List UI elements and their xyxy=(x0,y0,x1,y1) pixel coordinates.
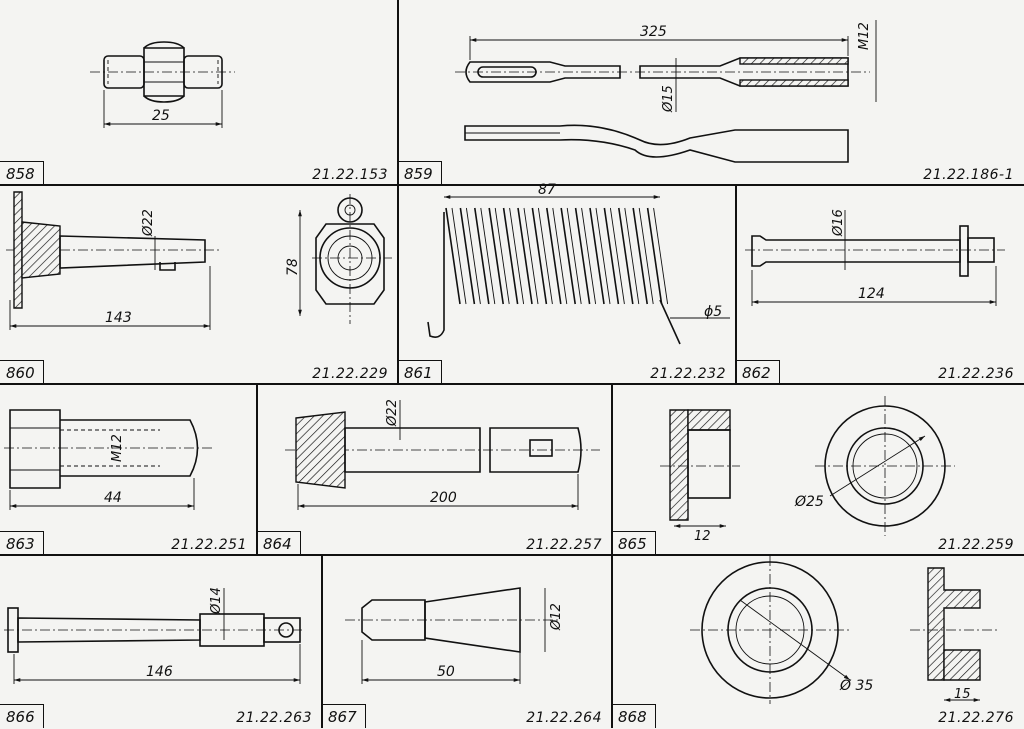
drawing-code: 21.22.276 xyxy=(938,710,1014,726)
part-868-drawing xyxy=(690,556,1000,704)
spring-coil-edge xyxy=(523,207,539,305)
cell-866: 866 21.22.263 xyxy=(0,555,322,728)
part-number: 864 xyxy=(257,531,301,555)
dim-861-wire: ϕ5 xyxy=(704,304,722,320)
drawing-code: 21.22.229 xyxy=(312,366,388,382)
dim-859-diameter: Ø15 xyxy=(661,85,676,113)
cell-863: 863 21.22.251 xyxy=(0,384,257,555)
spring-coil xyxy=(574,207,591,305)
cell-858: 858 21.22.153 xyxy=(0,0,398,185)
part-number: 859 xyxy=(398,161,442,185)
spring-coil-edge xyxy=(465,207,481,305)
dim-865-width: 12 xyxy=(694,529,711,544)
spring-coil xyxy=(646,207,663,305)
spring-coil xyxy=(459,207,476,305)
spring-coil xyxy=(474,207,490,305)
spring-coil-edge xyxy=(537,207,553,305)
drawing-code: 21.22.236 xyxy=(938,366,1014,382)
part-866-drawing xyxy=(4,588,305,684)
part-862-drawing xyxy=(745,210,1005,306)
part-864-drawing xyxy=(285,400,600,510)
spring-coil xyxy=(618,207,634,305)
dim-867-length: 50 xyxy=(437,664,455,680)
spring-coil-edge xyxy=(480,207,496,305)
dim-866-length: 146 xyxy=(146,664,173,680)
cell-862: 862 21.22.236 xyxy=(736,185,1024,384)
dim-860-diameter: Ø22 xyxy=(141,209,156,237)
dim-860-height: 78 xyxy=(285,258,301,276)
dim-862-length: 124 xyxy=(858,286,885,302)
spring-coil-edge xyxy=(552,207,568,305)
dim-865-diameter: Ø25 xyxy=(794,494,824,510)
drawing-code: 21.22.263 xyxy=(236,710,312,726)
drawing-code: 21.22.251 xyxy=(171,537,247,553)
part-number: 868 xyxy=(612,704,656,728)
spring-coil-edge xyxy=(653,207,669,305)
cell-867: 867 21.22.264 xyxy=(322,555,612,728)
part-865-drawing xyxy=(660,396,955,536)
dim-863-length: 44 xyxy=(104,490,122,506)
drawing-code: 21.22.232 xyxy=(650,366,726,382)
part-863-drawing xyxy=(4,409,212,510)
spring-coil-edge xyxy=(509,207,525,305)
part-859-drawing xyxy=(455,20,877,163)
cell-860: 860 21.22.229 xyxy=(0,185,398,384)
dim-862-diameter: Ø16 xyxy=(831,209,846,237)
part-867-drawing xyxy=(345,587,560,684)
spring-coil-edge xyxy=(494,207,510,305)
spring-coil xyxy=(632,207,648,305)
part-number: 858 xyxy=(0,161,44,185)
dim-867-diameter: Ø12 xyxy=(549,603,564,631)
cell-864: 864 21.22.257 xyxy=(257,384,612,555)
part-number: 867 xyxy=(322,704,366,728)
part-number: 860 xyxy=(0,360,44,384)
spring-coil-edge xyxy=(581,207,597,305)
drawing-code: 21.22.259 xyxy=(938,537,1014,553)
spring-coil xyxy=(531,207,548,305)
part-number: 863 xyxy=(0,531,44,555)
spring-coil xyxy=(560,207,576,305)
dim-866-diameter: Ø14 xyxy=(209,587,224,615)
drawing-code: 21.22.257 xyxy=(526,537,602,553)
cell-859: 859 21.22.186-1 xyxy=(398,0,1024,185)
cell-865: 865 21.22.259 xyxy=(612,384,1024,555)
dim-860-length: 143 xyxy=(105,310,132,326)
drawing-code: 21.22.264 xyxy=(526,710,602,726)
dim-858-length: 25 xyxy=(152,108,170,124)
spring-coil-edge xyxy=(595,207,611,305)
part-861-drawing xyxy=(427,195,730,345)
spring-coil xyxy=(488,207,504,305)
dim-868-diameter: Ø 35 xyxy=(839,678,873,694)
drawing-code: 21.22.186-1 xyxy=(923,167,1014,183)
spring-coil-edge xyxy=(638,207,654,305)
drawing-code: 21.22.153 xyxy=(312,167,388,183)
spring-coil-edge xyxy=(451,207,467,305)
dim-868-width: 15 xyxy=(954,687,971,702)
part-858-drawing xyxy=(90,41,235,128)
part-number: 861 xyxy=(398,360,442,384)
spring-coil xyxy=(517,207,533,305)
spring-coil-edge xyxy=(609,207,625,305)
dim-859-length: 325 xyxy=(640,24,667,40)
dim-864-length: 200 xyxy=(430,490,457,506)
spring-coil xyxy=(445,207,461,305)
spring-coil xyxy=(546,207,562,305)
part-number: 865 xyxy=(612,531,656,555)
spring-coil xyxy=(589,207,605,305)
dim-859-thread: M12 xyxy=(857,22,872,50)
spring-coil xyxy=(502,207,519,305)
spring-coil xyxy=(603,207,620,305)
spring-coil-edge xyxy=(566,207,582,305)
dim-861-length: 87 xyxy=(538,182,556,198)
part-860-drawing xyxy=(6,191,392,330)
part-number: 866 xyxy=(0,704,44,728)
cell-868: 868 21.22.276 xyxy=(612,555,1024,728)
dim-863-thread: M12 xyxy=(110,434,125,462)
dim-864-diameter: Ø22 xyxy=(385,399,400,427)
part-number: 862 xyxy=(736,360,780,384)
cell-861: 861 21.22.232 xyxy=(398,185,736,384)
spring-coil-edge xyxy=(624,207,640,305)
